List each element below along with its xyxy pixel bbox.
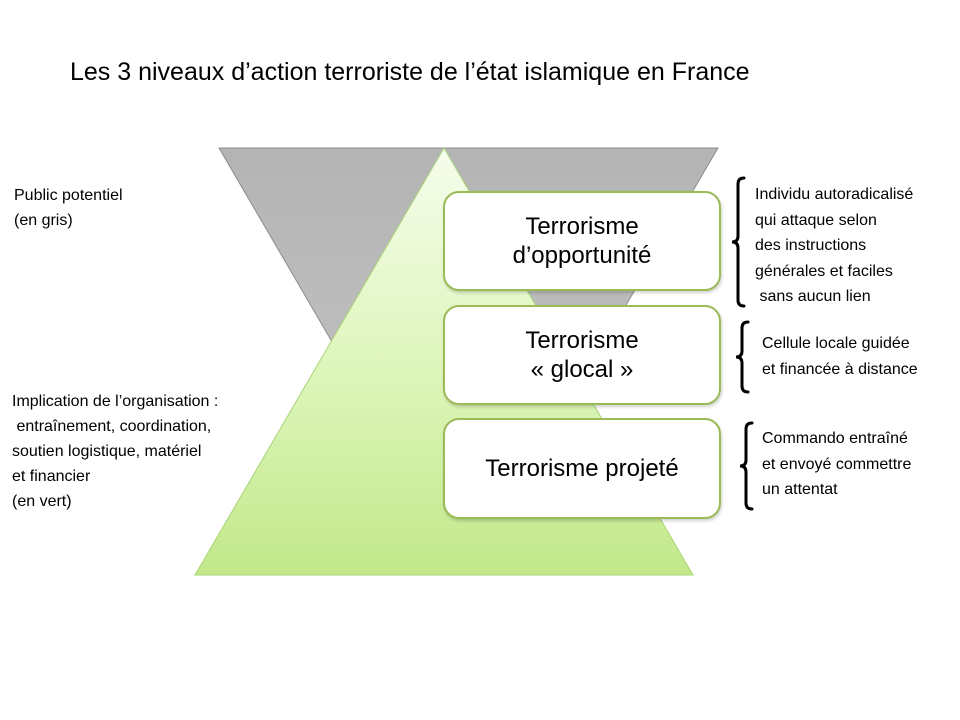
- slide-title: Les 3 niveaux d’action terroriste de l’é…: [70, 58, 750, 86]
- brace-icon-level-1: [731, 176, 746, 308]
- level-description-opportunity: Individu autoradicalisé qui attaque selo…: [755, 186, 914, 305]
- public-potential-note: Public potentiel (en gris): [14, 187, 123, 229]
- level-box-glocal: Terrorisme « glocal »: [443, 305, 721, 405]
- level-description-glocal: Cellule locale guidée et financée à dist…: [762, 335, 918, 378]
- level-box-opportunity: Terrorisme d’opportunité: [443, 191, 721, 291]
- level-box-projected: Terrorisme projeté: [443, 418, 721, 519]
- brace-icon-level-2: [735, 320, 750, 394]
- organization-involvement-note: Implication de l’organisation : entraîne…: [12, 393, 219, 510]
- level-description-projected: Commando entraîné et envoyé commettre un…: [762, 430, 912, 498]
- brace-icon-level-3: [739, 421, 754, 511]
